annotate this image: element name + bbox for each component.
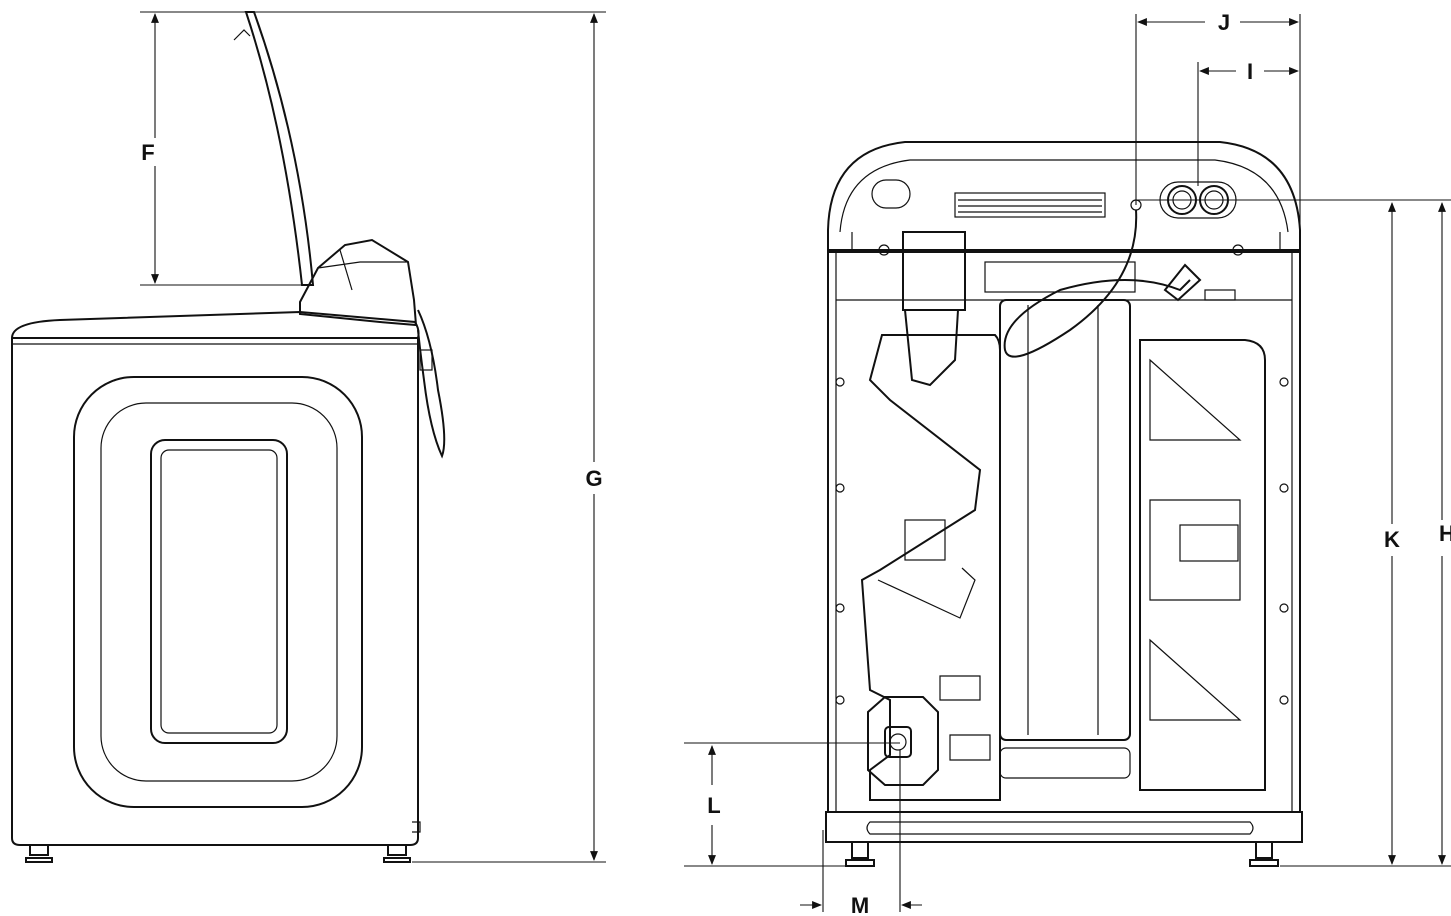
rear-console: [827, 141, 1301, 251]
rear-hose: [417, 309, 446, 459]
label-k: K: [1384, 527, 1400, 552]
vent-grille: [954, 192, 1106, 218]
dimension-l: L: [684, 742, 900, 867]
left-emboss: [860, 334, 1001, 801]
hose-clip: [419, 349, 433, 371]
hose-connector: [1163, 263, 1202, 302]
side-view: F G: [10, 11, 606, 863]
label-m: M: [851, 893, 869, 916]
dimension-k: K: [1136, 199, 1451, 867]
center-recess: [999, 299, 1131, 741]
base-frame: [825, 811, 1303, 843]
right-emboss: [1139, 339, 1266, 791]
dimension-i: I: [1197, 59, 1299, 186]
dimension-j: J: [1135, 10, 1301, 250]
rear-left-foot: [845, 842, 875, 867]
label-j: J: [1218, 10, 1230, 35]
label-h: H: [1439, 521, 1451, 546]
dimension-h: H: [1438, 202, 1451, 865]
dimension-f: F: [140, 11, 305, 286]
side-panel-window: [150, 439, 288, 744]
lid-handle: [233, 29, 251, 41]
junction-box: [902, 231, 966, 311]
drain-outlet: [867, 696, 939, 786]
junction-bracket: [904, 309, 959, 387]
dimension-g: G: [254, 11, 606, 863]
front-foot: [25, 845, 53, 863]
side-panel-outer-emboss: [73, 376, 363, 808]
rear-foot: [383, 845, 411, 863]
open-lid: [244, 11, 315, 286]
control-console: [299, 238, 418, 327]
side-panel-inner-emboss: [100, 402, 338, 782]
handle-slot: [871, 179, 911, 209]
label-i: I: [1247, 59, 1253, 84]
mounting-holes-left: [835, 377, 845, 705]
dimension-m: M: [800, 750, 922, 916]
inlet-hose: [1003, 209, 1191, 358]
label-g: G: [585, 466, 602, 491]
mounting-holes-right: [1279, 377, 1289, 705]
rear-right-foot: [1249, 842, 1279, 867]
left-emboss-pocket: [904, 519, 946, 561]
label-l: L: [707, 793, 720, 818]
label-f: F: [141, 140, 154, 165]
rear-view: J I K H L: [684, 10, 1451, 916]
